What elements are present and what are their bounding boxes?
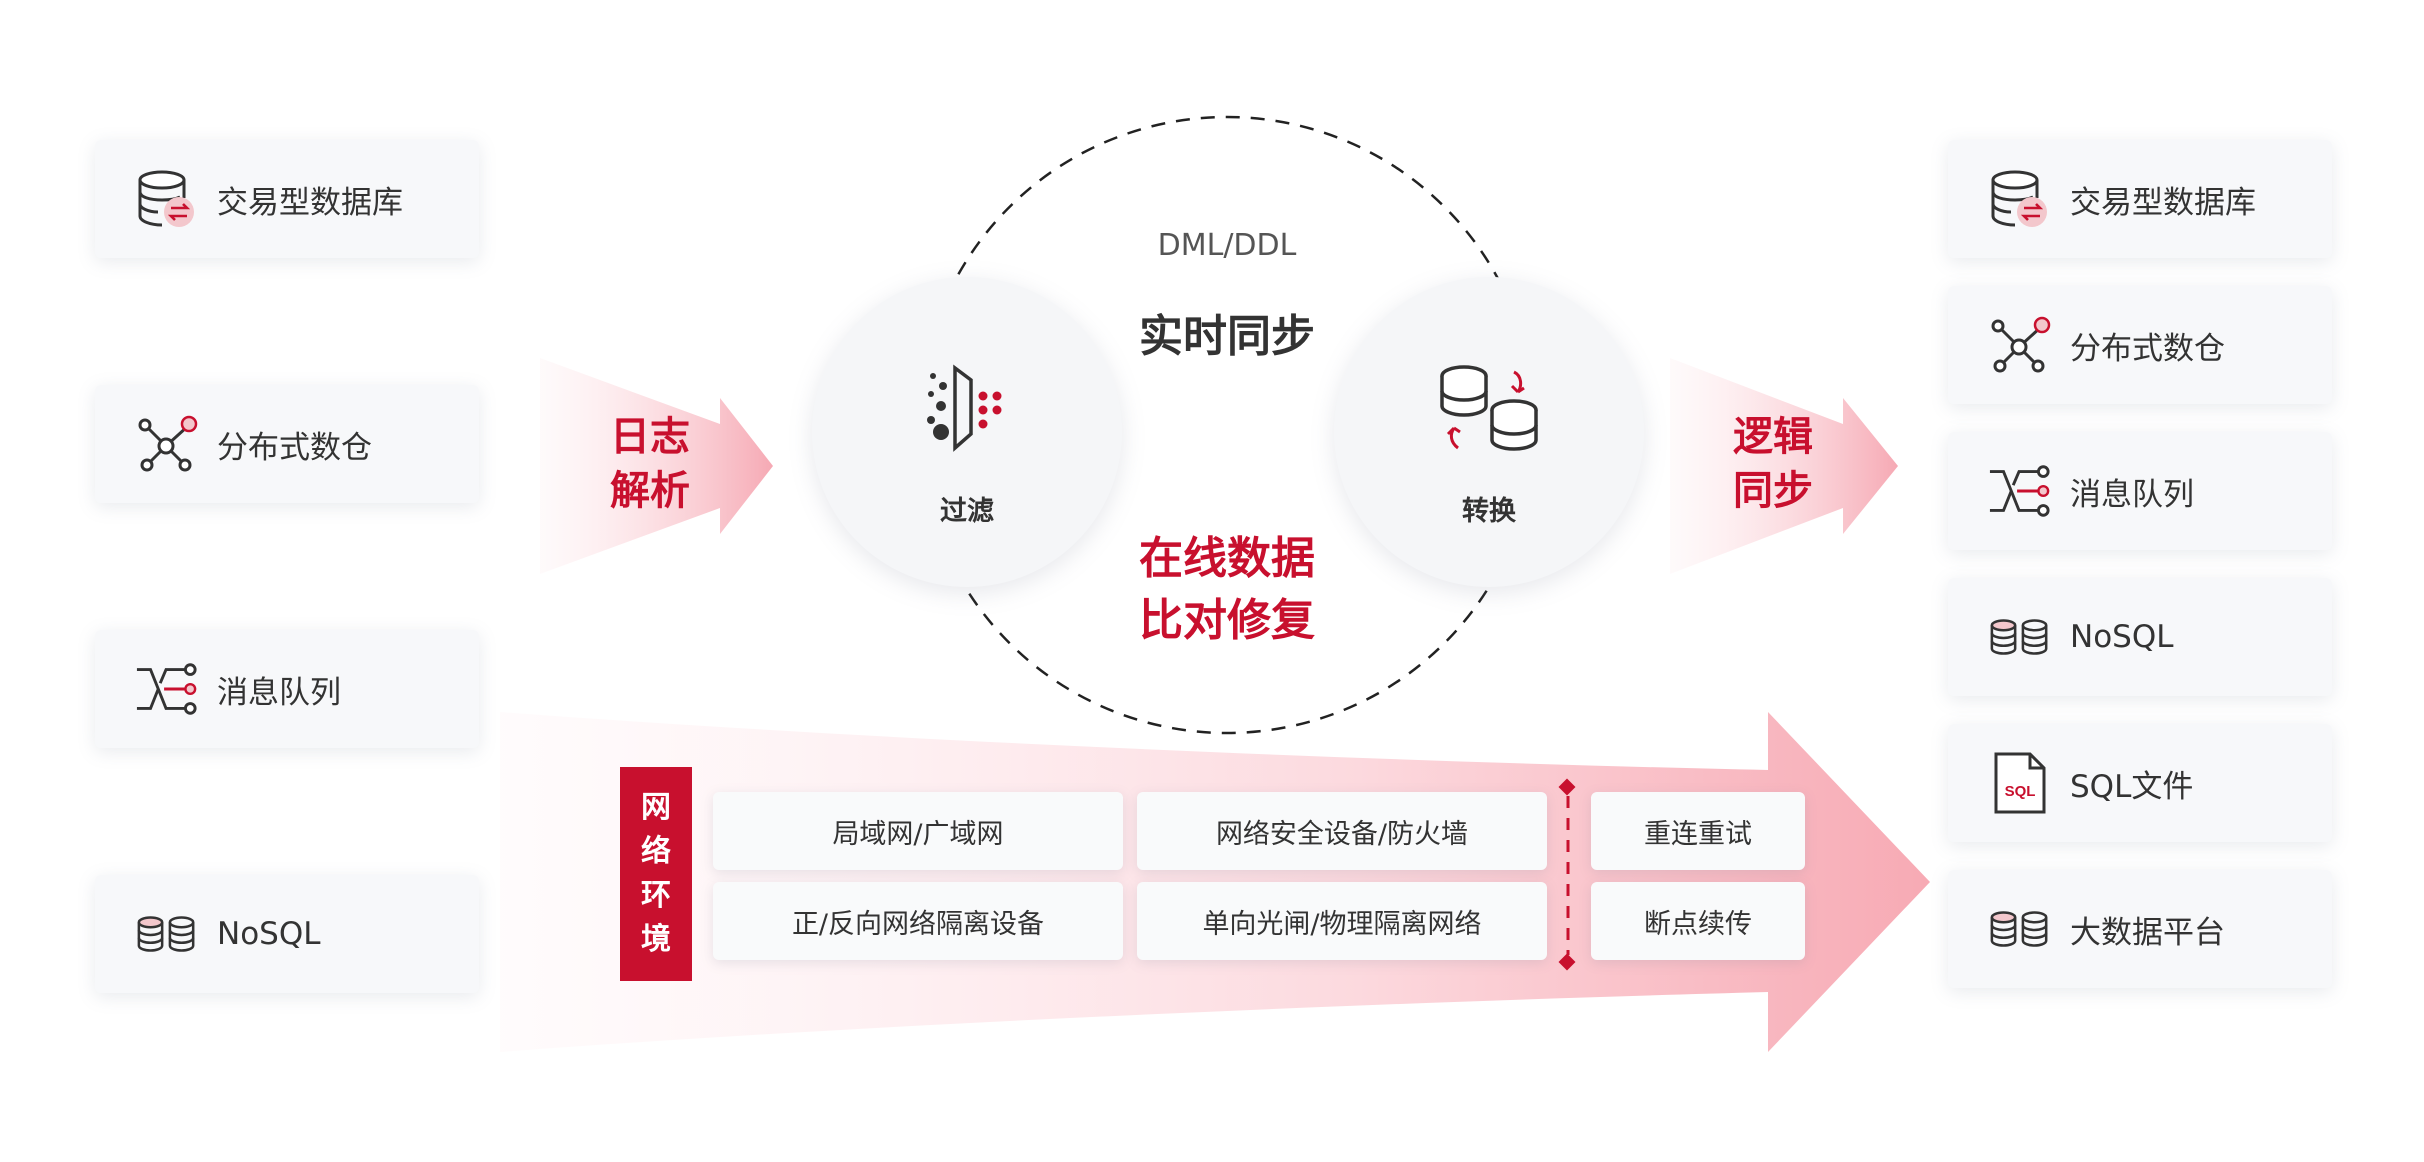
right-card-nosql: NoSQL [1948, 578, 2332, 696]
transform-label: 转换 [1462, 496, 1516, 527]
right-card-label: SQL文件 [2070, 768, 2194, 805]
left-card-label: 交易型数据库 [217, 184, 403, 221]
right-card-label: 交易型数据库 [2070, 184, 2256, 221]
network-box-gatekeeper: 单向光闸/物理隔离网络 [1137, 882, 1547, 960]
left-card-label: 分布式数仓 [217, 429, 372, 466]
right-card-label: 分布式数仓 [2070, 330, 2225, 367]
logic-sync-line1: 逻辑 [1733, 414, 1813, 460]
filter-node: 过滤 [812, 277, 1122, 587]
log-parse-line1: 日志 [610, 414, 690, 460]
left-card-message-queue: 消息队列 [95, 630, 479, 748]
filter-icon [812, 362, 1122, 454]
message-queue-icon [1988, 459, 2052, 523]
right-card-transaction-db: 交易型数据库 [1948, 140, 2332, 258]
log-parse-line2: 解析 [610, 468, 690, 514]
left-card-transaction-db: 交易型数据库 [95, 140, 479, 258]
network-box-lan-wan: 局域网/广域网 [713, 792, 1123, 870]
left-card-nosql: NoSQL [95, 875, 479, 993]
right-card-bigdata: 大数据平台 [1948, 870, 2332, 988]
network-tag-char: 网 [641, 790, 671, 825]
network-box-reconnect: 重连重试 [1591, 792, 1805, 870]
right-card-label: 大数据平台 [2070, 914, 2225, 951]
nosql-db-icon [135, 902, 199, 966]
sql-file-icon-text: SQL [2005, 783, 2036, 800]
left-card-distributed-dw: 分布式数仓 [95, 385, 479, 503]
right-card-sql-file: SQL SQL文件 [1948, 724, 2332, 842]
dml-ddl-text: DML/DDL [1157, 228, 1297, 263]
logic-sync-arrow [1670, 358, 1898, 574]
compare-repair-line2: 比对修复 [1139, 595, 1315, 646]
log-parse-label: 日志 解析 [610, 410, 690, 518]
filter-label: 过滤 [940, 496, 994, 527]
right-card-label: NoSQL [2070, 619, 2174, 655]
network-tag-char: 络 [641, 834, 671, 869]
nosql-db-icon [1988, 605, 2052, 669]
log-parse-arrow [540, 358, 773, 574]
network-tag-char: 环 [641, 878, 671, 913]
network-tag-char: 境 [641, 922, 671, 957]
nosql-db-icon [1988, 897, 2052, 961]
compare-repair-line1: 在线数据 [1139, 533, 1315, 584]
left-card-label: NoSQL [217, 916, 321, 952]
logic-sync-label: 逻辑 同步 [1733, 410, 1813, 518]
database-sync-icon [1988, 167, 2052, 231]
compare-repair-text: 在线数据 比对修复 [1077, 528, 1377, 652]
left-card-label: 消息队列 [217, 674, 341, 711]
transform-node: 转换 [1334, 277, 1644, 587]
divider-line [1558, 778, 1576, 971]
network-box-resume: 断点续传 [1591, 882, 1805, 960]
realtime-sync-text: 实时同步 [1139, 311, 1315, 362]
transform-icon [1334, 362, 1644, 454]
network-box-isolation: 正/反向网络隔离设备 [713, 882, 1123, 960]
distributed-nodes-icon [135, 412, 199, 476]
database-sync-icon [135, 167, 199, 231]
logic-sync-line2: 同步 [1733, 468, 1813, 514]
network-environment-tag: 网 络 环 境 [620, 767, 692, 981]
sql-file-icon: SQL [1988, 751, 2052, 815]
right-card-distributed-dw: 分布式数仓 [1948, 286, 2332, 404]
right-card-message-queue: 消息队列 [1948, 432, 2332, 550]
right-card-label: 消息队列 [2070, 476, 2194, 513]
message-queue-icon [135, 657, 199, 721]
distributed-nodes-icon [1988, 313, 2052, 377]
network-box-firewall: 网络安全设备/防火墙 [1137, 792, 1547, 870]
